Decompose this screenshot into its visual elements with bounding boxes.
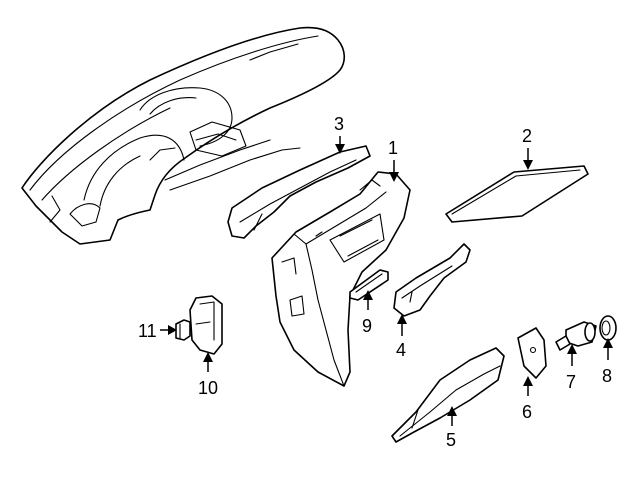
callout-9: 9 (362, 316, 372, 336)
part-11-fastener (175, 319, 191, 341)
arrow-8-head (603, 338, 613, 348)
part-7-fastener (555, 321, 597, 351)
callout-1: 1 (388, 138, 398, 158)
callout-11: 11 (138, 321, 157, 341)
part-8-cap (599, 315, 617, 341)
leader-arrows (160, 136, 613, 426)
arrow-11-head (168, 325, 177, 335)
arrow-9-head (363, 290, 373, 300)
arrow-3-head (335, 144, 345, 154)
callout-4: 4 (396, 340, 406, 360)
callout-6: 6 (522, 402, 532, 422)
callout-8: 8 (602, 366, 612, 386)
part-3-trim-panel (227, 145, 371, 239)
part-5-lower-trim (391, 347, 505, 443)
arrow-7-head (567, 344, 577, 354)
part-1-console-bracket (271, 171, 411, 387)
arrow-5-head (447, 406, 457, 416)
instrument-panel (21, 26, 346, 245)
part-9-strip (349, 269, 389, 301)
callout-10: 10 (198, 378, 218, 398)
arrow-1-head (389, 172, 399, 182)
callout-7: 7 (566, 372, 576, 392)
arrow-4-head (397, 314, 407, 324)
part-4-side-bracket (393, 243, 471, 317)
arrow-10-head (203, 352, 213, 362)
part-6-cover (517, 327, 547, 379)
callout-labels: 1 2 3 4 5 6 7 8 9 10 11 (138, 114, 612, 450)
callout-2: 2 (522, 126, 532, 146)
callout-5: 5 (446, 430, 456, 450)
arrow-6-head (523, 376, 533, 386)
arrow-2-head (523, 160, 533, 170)
part-2-flat-panel (445, 165, 589, 223)
callout-3: 3 (334, 114, 344, 134)
part-10-clip-bracket (189, 295, 223, 355)
